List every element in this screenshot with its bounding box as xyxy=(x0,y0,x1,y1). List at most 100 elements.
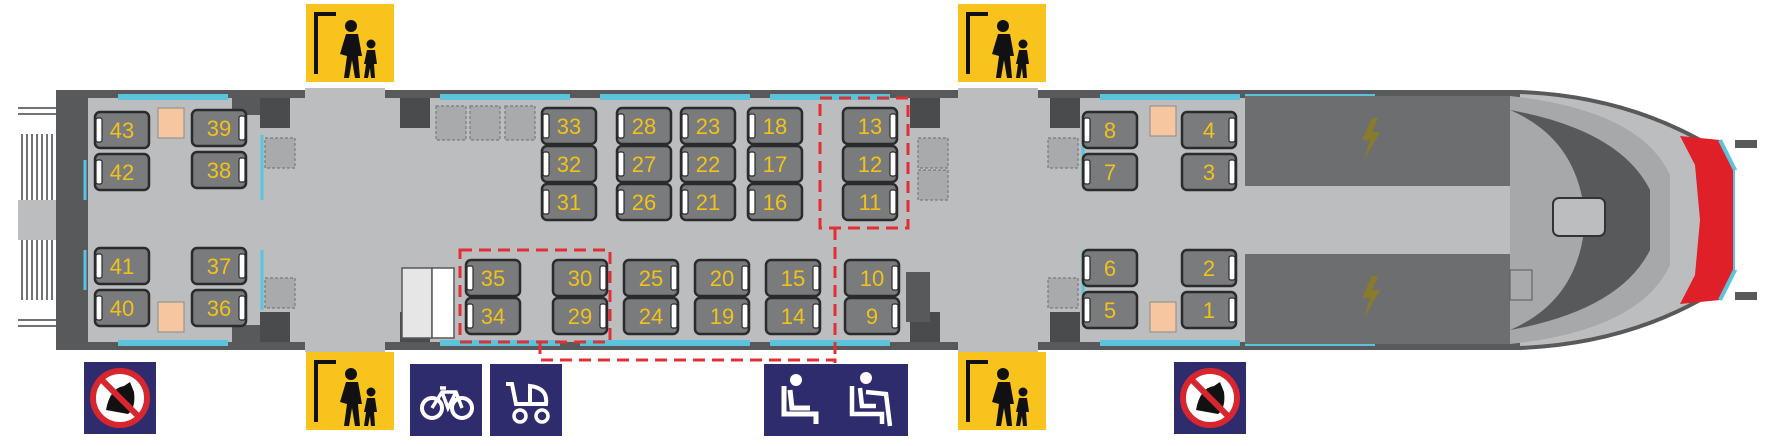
seat-back xyxy=(1228,117,1236,143)
seat-17[interactable]: 17 xyxy=(746,144,804,184)
seat-back xyxy=(891,265,899,291)
seat-back xyxy=(670,303,678,329)
seat-cushion xyxy=(551,296,609,336)
seat-7[interactable]: 7 xyxy=(1081,152,1139,192)
seat-back xyxy=(95,295,103,321)
door-sign xyxy=(958,4,1046,82)
seat-11[interactable]: 11 xyxy=(841,182,899,222)
seat-cushion xyxy=(764,258,822,298)
pedestrian-icon xyxy=(345,20,357,32)
seat-number: 8 xyxy=(1104,118,1116,143)
seat-number: 10 xyxy=(860,266,884,291)
seat-number: 30 xyxy=(568,266,592,291)
seat-number: 19 xyxy=(710,304,734,329)
seat-40[interactable]: 40 xyxy=(93,288,151,328)
seat-number: 6 xyxy=(1104,256,1116,281)
seat-26[interactable]: 26 xyxy=(615,182,673,222)
seat-30[interactable]: 30 xyxy=(551,258,609,298)
benches xyxy=(157,105,1177,333)
seat-24[interactable]: 24 xyxy=(622,296,680,336)
seat-8[interactable]: 8 xyxy=(1081,110,1139,150)
seat-14[interactable]: 14 xyxy=(764,296,822,336)
seat-15[interactable]: 15 xyxy=(764,258,822,298)
seat-number: 16 xyxy=(763,190,787,215)
seat-number: 41 xyxy=(110,254,134,279)
seat-22[interactable]: 22 xyxy=(679,144,737,184)
seat-12[interactable]: 12 xyxy=(841,144,899,184)
seat-2[interactable]: 2 xyxy=(1180,248,1238,288)
seat-cushion xyxy=(622,258,680,298)
seat-cushion xyxy=(1081,152,1139,192)
seat-number: 9 xyxy=(866,304,878,329)
seat-16[interactable]: 16 xyxy=(746,182,804,222)
seat-3[interactable]: 3 xyxy=(1180,152,1238,192)
elderly-seat-icon xyxy=(836,364,908,436)
lightning-icon xyxy=(1362,118,1380,160)
seat-29[interactable]: 29 xyxy=(551,296,609,336)
seat-9[interactable]: 9 xyxy=(843,296,901,336)
seat-back xyxy=(741,303,749,329)
seat-28[interactable]: 28 xyxy=(615,106,673,146)
seat-33[interactable]: 33 xyxy=(540,106,598,146)
seat-31[interactable]: 31 xyxy=(540,182,598,222)
seat-number: 37 xyxy=(207,254,231,279)
seat-37[interactable]: 37 xyxy=(190,246,248,286)
seat-back xyxy=(95,253,103,279)
seat-back xyxy=(748,189,756,215)
seat-23[interactable]: 23 xyxy=(679,106,737,146)
seat-36[interactable]: 36 xyxy=(190,288,248,328)
seat-21[interactable]: 21 xyxy=(679,182,737,222)
seat-cushion xyxy=(1180,152,1238,192)
seat-20[interactable]: 20 xyxy=(693,258,751,298)
seat-number: 28 xyxy=(632,114,656,139)
child-icon xyxy=(366,39,376,49)
seat-5[interactable]: 5 xyxy=(1081,290,1139,330)
seat-number: 3 xyxy=(1203,160,1215,185)
seat-cushion xyxy=(746,106,804,146)
seat-19[interactable]: 19 xyxy=(693,296,751,336)
seat-number: 38 xyxy=(207,158,231,183)
seat-13[interactable]: 13 xyxy=(841,106,899,146)
seat-cushion xyxy=(622,296,680,336)
seat-number: 25 xyxy=(639,266,663,291)
seat-number: 17 xyxy=(763,152,787,177)
seat-number: 14 xyxy=(781,304,805,329)
seat-18[interactable]: 18 xyxy=(746,106,804,146)
seat-number: 22 xyxy=(696,152,720,177)
seat-back xyxy=(1083,255,1091,281)
seat-number: 2 xyxy=(1203,256,1215,281)
seat-38[interactable]: 38 xyxy=(190,150,248,190)
seat-cushion xyxy=(551,258,609,298)
seat-34[interactable]: 34 xyxy=(464,296,522,336)
seat-back xyxy=(599,303,607,329)
seat-number: 31 xyxy=(557,190,581,215)
seat-6[interactable]: 6 xyxy=(1081,248,1139,288)
seat-number: 21 xyxy=(696,190,720,215)
seat-cushion xyxy=(679,106,737,146)
seat-42[interactable]: 42 xyxy=(93,152,151,192)
seats-layer: 4342414039383736333231282726232221181716… xyxy=(93,106,1238,336)
seat-4[interactable]: 4 xyxy=(1180,110,1238,150)
seat-1[interactable]: 1 xyxy=(1180,290,1238,330)
seat-cushion xyxy=(843,258,901,298)
luggage-rack xyxy=(401,267,930,339)
seat-32[interactable]: 32 xyxy=(540,144,598,184)
seat-number: 43 xyxy=(110,118,134,143)
coupler xyxy=(18,105,56,327)
seat-number: 20 xyxy=(710,266,734,291)
seat-41[interactable]: 41 xyxy=(93,246,151,286)
seat-25[interactable]: 25 xyxy=(622,258,680,298)
seat-back xyxy=(812,265,820,291)
seat-number: 40 xyxy=(110,296,134,321)
seat-35[interactable]: 35 xyxy=(464,258,522,298)
seat-number: 36 xyxy=(207,296,231,321)
seat-cushion xyxy=(540,182,598,222)
seat-cushion xyxy=(679,182,737,222)
seat-back xyxy=(1228,255,1236,281)
seat-cushion xyxy=(693,258,751,298)
seat-27[interactable]: 27 xyxy=(615,144,673,184)
seat-10[interactable]: 10 xyxy=(843,258,901,298)
seat-back xyxy=(891,303,899,329)
seat-39[interactable]: 39 xyxy=(190,108,248,148)
seat-43[interactable]: 43 xyxy=(93,110,151,150)
